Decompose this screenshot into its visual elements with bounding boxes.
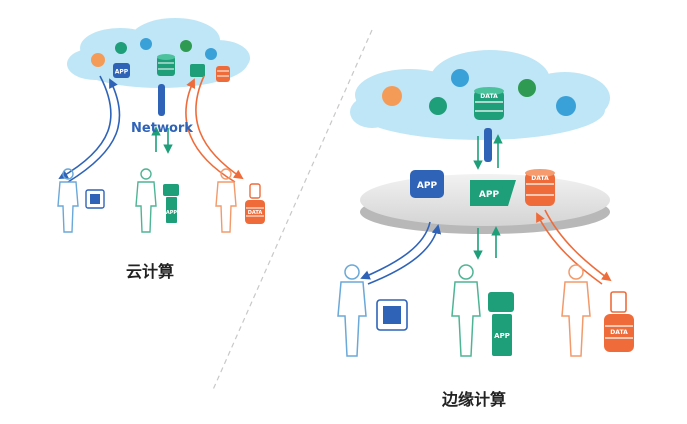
platform-app-green xyxy=(470,180,516,206)
database-icon xyxy=(157,54,175,76)
cloud-app-badge: APP xyxy=(115,69,129,76)
device-app-badge-left: APP xyxy=(166,210,178,216)
person-green-right xyxy=(451,264,481,357)
terminal-icon-right xyxy=(488,292,514,356)
divider-line xyxy=(211,29,373,393)
platform-data-label: DATA xyxy=(531,175,549,182)
device-data-badge-left: DATA xyxy=(248,210,263,216)
location-icon xyxy=(91,53,105,67)
person-blue-left xyxy=(57,168,79,233)
right-orange-arrow-2 xyxy=(536,212,603,285)
person-orange-right xyxy=(561,264,591,357)
image-icon xyxy=(180,40,192,52)
platform-data-stack xyxy=(525,169,555,206)
lightbulb-icon xyxy=(140,38,152,50)
platform-app-blue-label: APP xyxy=(417,181,438,191)
person-orange-left xyxy=(215,168,237,233)
database-icon-right xyxy=(474,87,504,120)
cloud-data-badge: DATA xyxy=(480,93,498,100)
location-icon-right xyxy=(382,86,402,106)
device-data-badge-right: DATA xyxy=(610,329,628,336)
data-stack-icon-left xyxy=(245,183,265,224)
cloud-computing-caption: 云计算 xyxy=(126,262,175,281)
chart-tile-icon xyxy=(190,64,205,77)
app-tile-icon xyxy=(113,63,130,78)
image-icon-right xyxy=(518,79,536,97)
left-blue-arrow xyxy=(67,78,121,183)
document-icon xyxy=(205,48,217,60)
network-label: Network xyxy=(131,121,193,136)
edge-pipe xyxy=(484,128,492,162)
platform-app-green-label: APP xyxy=(479,190,500,200)
orange-database-icon xyxy=(216,66,230,82)
globe-icon-right xyxy=(429,97,447,115)
device-app-badge-right: APP xyxy=(494,332,510,340)
platform-app-blue xyxy=(410,170,444,198)
lightbulb-icon-right xyxy=(451,69,469,87)
edge-computing-caption: 边缘计算 xyxy=(442,390,507,409)
document-icon-right xyxy=(556,96,576,116)
right-orange-arrow xyxy=(544,209,612,282)
data-stack-icon-right xyxy=(604,291,634,352)
right-blue-arrow xyxy=(360,221,431,280)
person-green-left xyxy=(135,168,157,233)
chip-icon xyxy=(85,189,105,209)
cloud-pipe xyxy=(158,84,165,116)
right-blue-arrow-2 xyxy=(367,224,442,285)
left-blue-arrow-2 xyxy=(58,75,112,179)
person-blue-right xyxy=(337,264,367,357)
chip-icon-right xyxy=(376,299,408,331)
globe-icon xyxy=(115,42,127,54)
left-orange-arrow-2 xyxy=(195,75,244,180)
terminal-icon xyxy=(163,184,179,223)
